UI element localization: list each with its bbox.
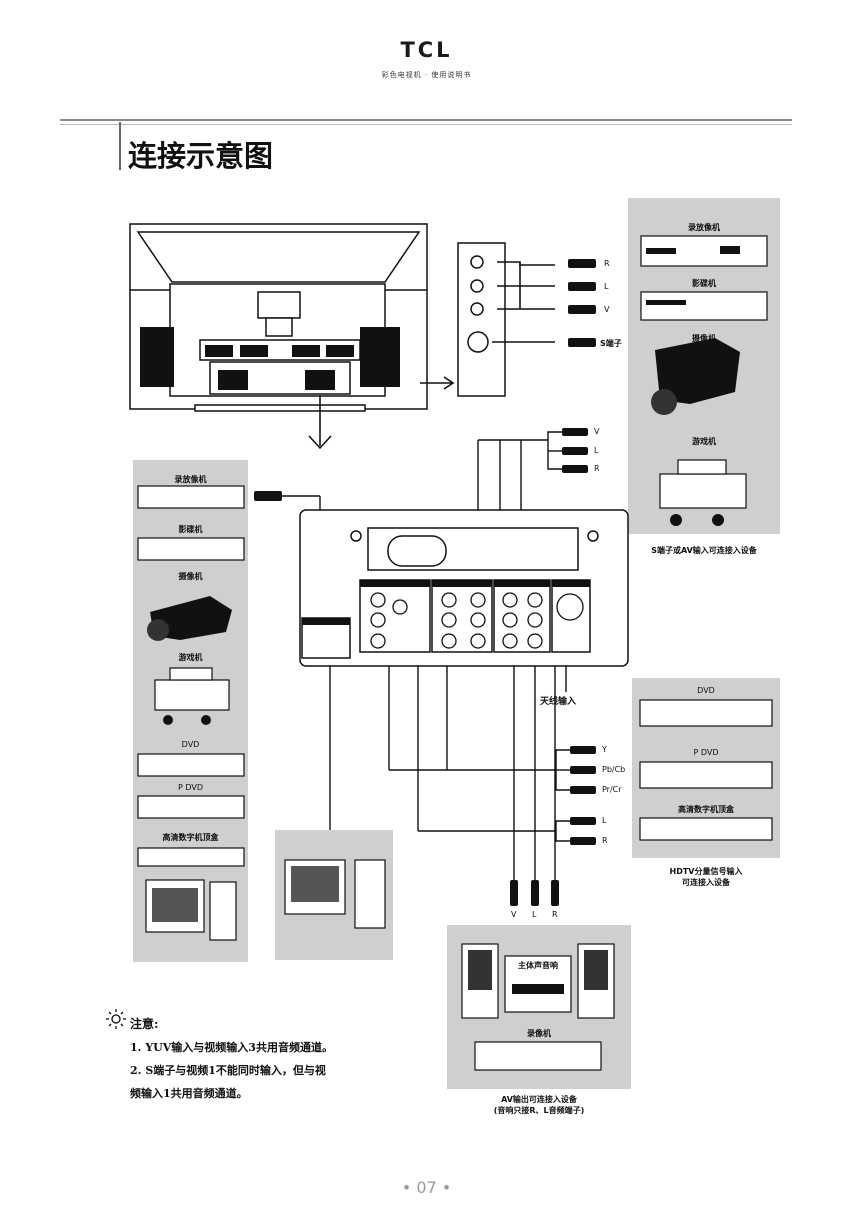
plug-label: R	[604, 259, 610, 268]
right-mid-caption-2: 可连接入设备	[682, 878, 730, 887]
page-number: • 07 •	[401, 1178, 452, 1197]
antenna-label: 天线输入	[540, 697, 577, 707]
plug-label: L	[604, 282, 609, 291]
device-label: DVD	[181, 740, 200, 749]
plug-label: V	[511, 910, 517, 919]
right-top-caption: S端子或AV输入可连接入设备	[651, 546, 757, 555]
note-item: 2. S端子与视频1不能同时输入，但与视	[130, 1064, 326, 1077]
device-label: 录放像机	[688, 223, 720, 232]
device-label: 录放像机	[174, 475, 207, 484]
plug-label: R	[552, 910, 558, 919]
title-bar	[119, 122, 121, 170]
header-subtitle: 彩色电视机 · 使用说明书	[381, 71, 472, 79]
bottom-caption-1: AV输出可连接入设备	[501, 1095, 577, 1104]
device-label: 录像机	[527, 1029, 551, 1038]
lightbulb-icon	[106, 1009, 126, 1029]
device-label: P DVD	[177, 783, 204, 792]
device-label: 摄像机	[178, 572, 203, 581]
bottom-caption-2: (音响只接R、L音频端子)	[493, 1106, 585, 1115]
plug-label: Pb/Cb	[602, 765, 626, 774]
plug-label: V	[594, 427, 600, 436]
note-item: 1. YUV输入与视频输入3共用音频通道。	[130, 1041, 333, 1054]
brand-logo: TCL	[400, 38, 453, 62]
header-rule	[60, 119, 792, 121]
right-mid-caption-1: HDTV分量信号输入	[669, 867, 743, 876]
plug-label: L	[532, 910, 537, 919]
device-label: P DVD	[693, 748, 719, 757]
header-rule-thin	[60, 124, 792, 125]
device-label: 游戏机	[692, 437, 716, 446]
plug-label: L	[602, 816, 607, 825]
page-title: 连接示意图	[128, 139, 274, 173]
note-item: 频输入1共用音频通道。	[130, 1087, 248, 1100]
device-label: DVD	[697, 686, 715, 695]
plug-label: Pr/Cr	[602, 785, 622, 794]
plug-label: L	[594, 446, 599, 455]
plug-label: V	[604, 305, 610, 314]
device-label: 影碟机	[178, 525, 203, 534]
plug-label: R	[602, 836, 608, 845]
plug-label: Y	[602, 745, 607, 754]
device-label: 高清数字机顶盒	[678, 805, 734, 814]
device-label: 摄像机	[692, 334, 716, 343]
plug-label: R	[594, 464, 600, 473]
device-label: 影碟机	[692, 279, 716, 288]
plug-label: S端子	[600, 339, 622, 348]
notes-title: 注意:	[130, 1017, 159, 1031]
device-label: 主体声音响	[518, 961, 558, 970]
device-label: 高清数字机顶盒	[162, 833, 219, 842]
device-label: 游戏机	[178, 653, 203, 662]
